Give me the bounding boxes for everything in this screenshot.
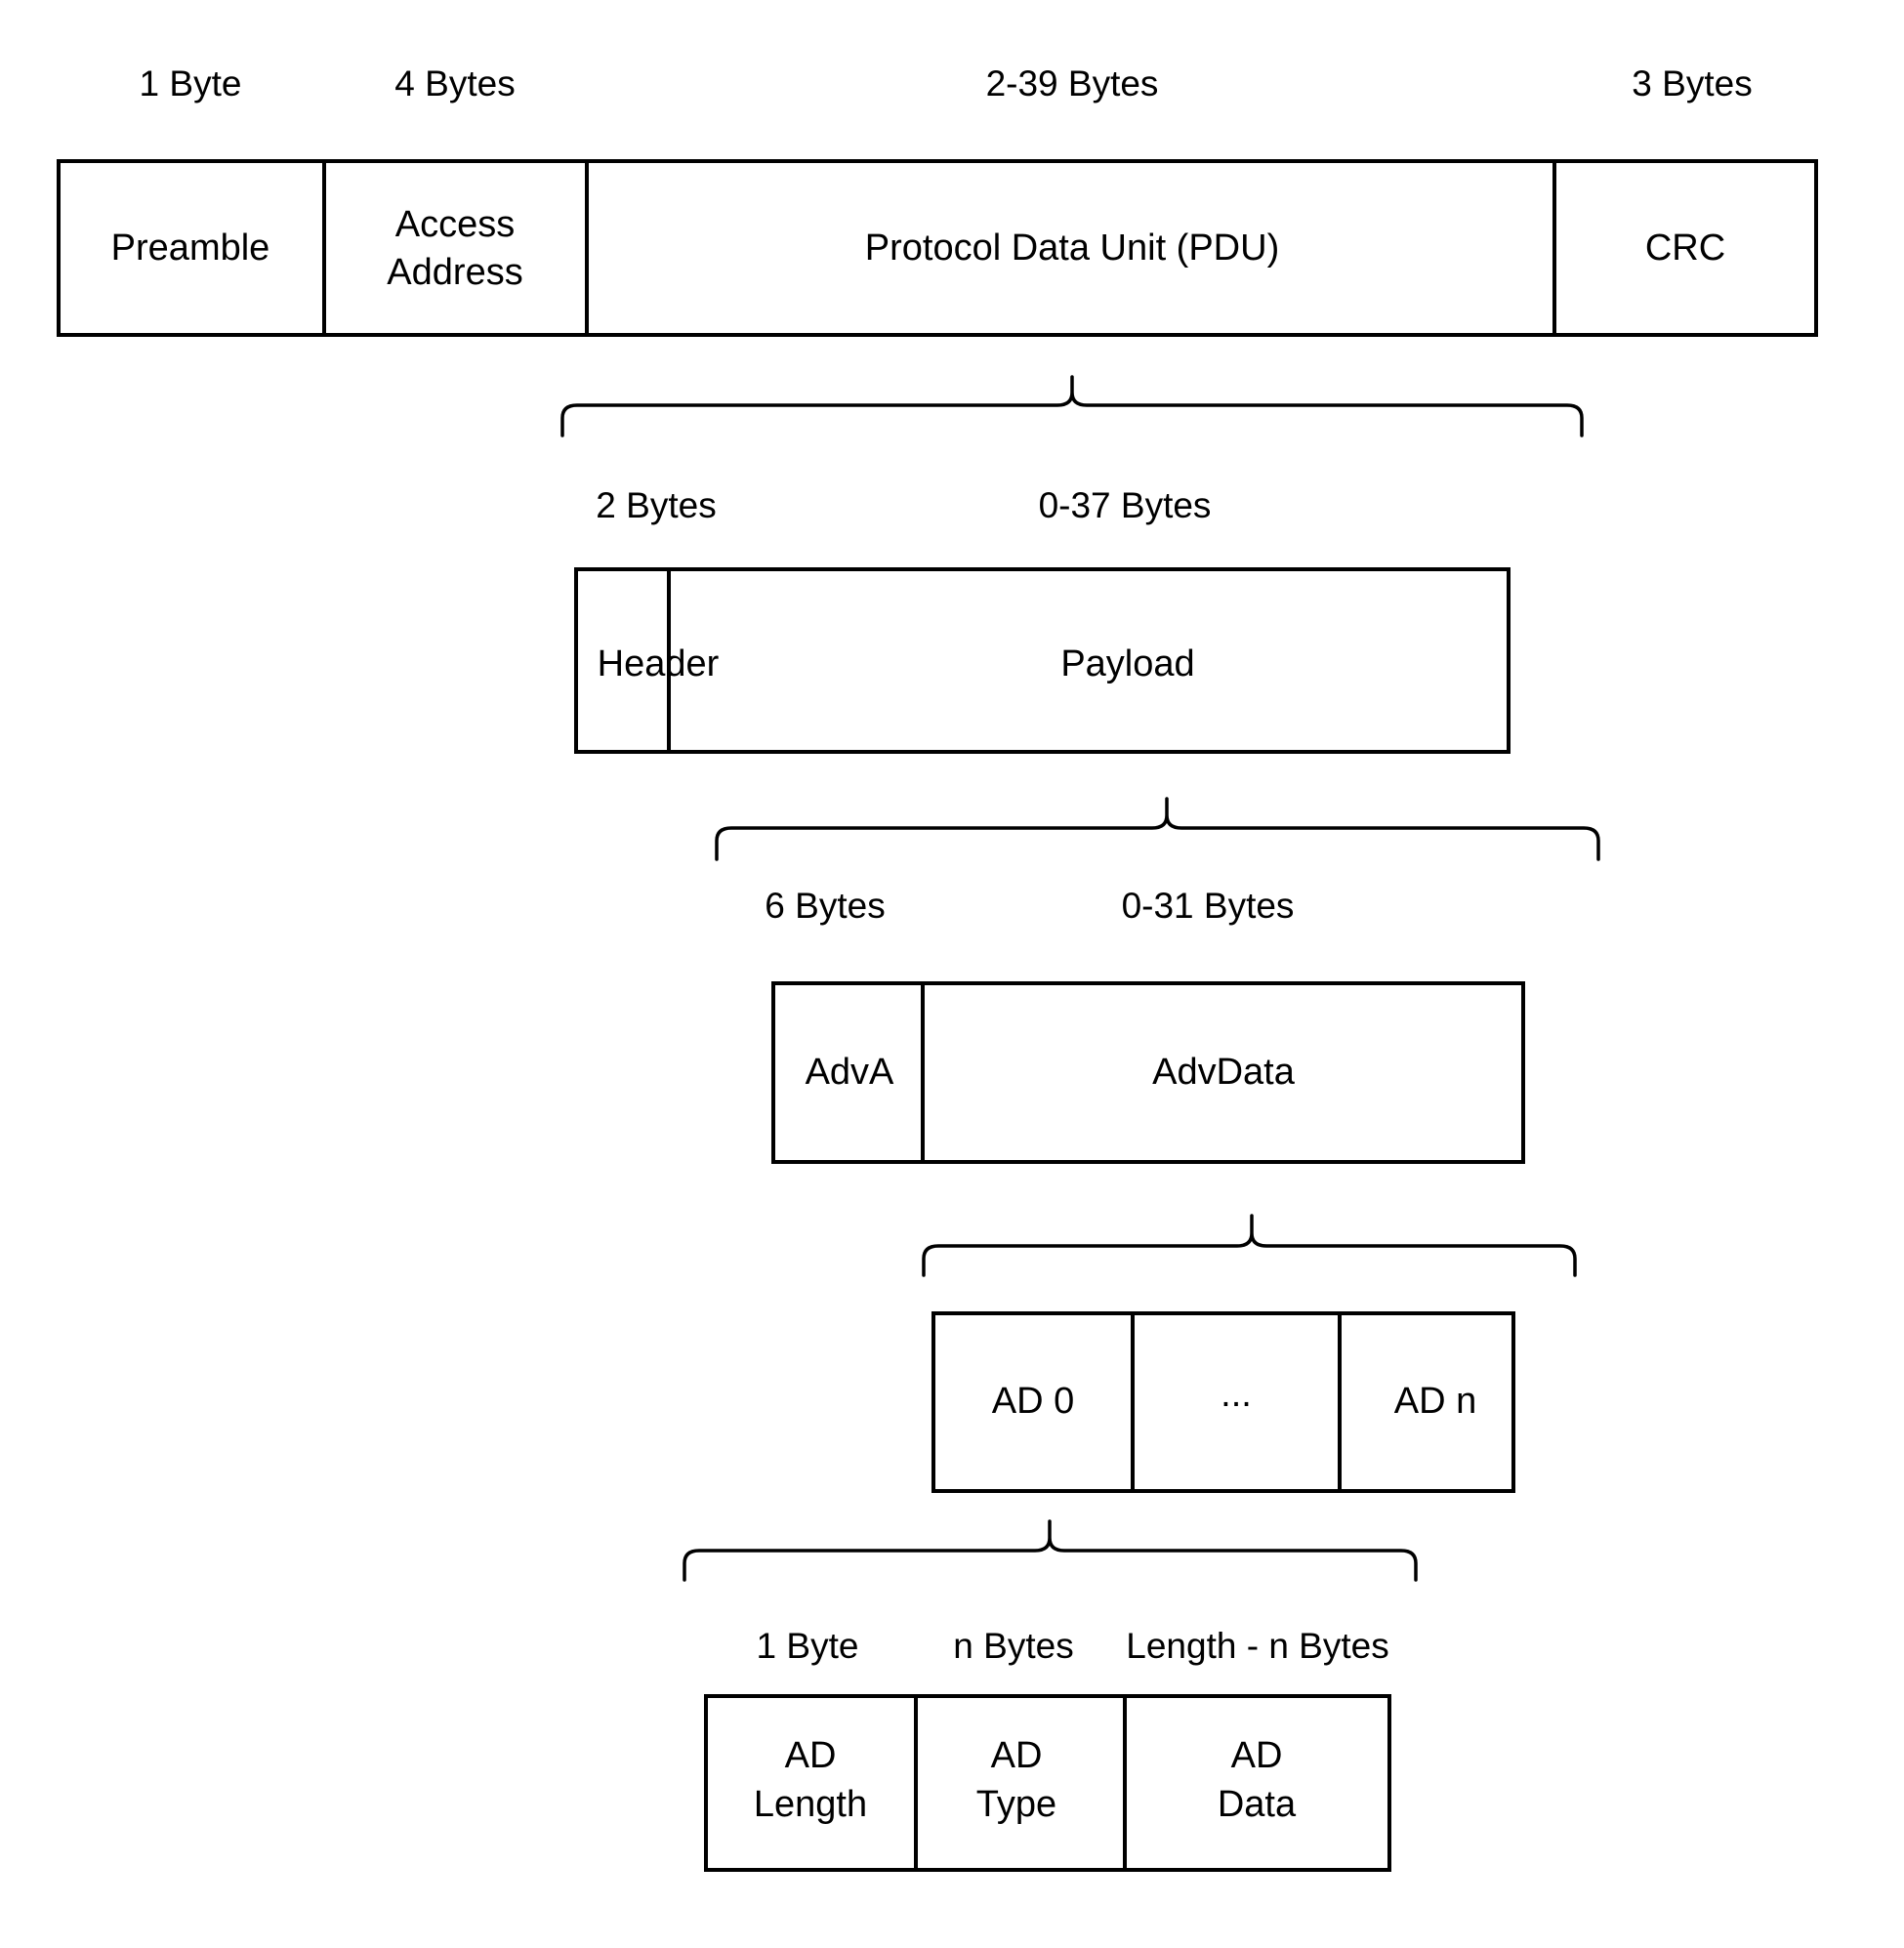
- pdu-box: [574, 567, 1511, 754]
- field-label-header: Header: [598, 643, 720, 684]
- size-label-ad-data: Length - n Bytes: [1126, 1626, 1388, 1666]
- size-label-ad-type: n Bytes: [953, 1626, 1073, 1666]
- field-label-payload: Payload: [1060, 643, 1194, 684]
- link-layer-packet-box: [57, 159, 1818, 337]
- brace-pdu-expand: [560, 375, 1584, 437]
- size-label-preamble: 1 Byte: [140, 63, 242, 104]
- size-label-advdata: 0-31 Bytes: [1122, 886, 1295, 926]
- brace-icon-advdata: [922, 1214, 1577, 1277]
- row-link-layer-packet: 1 Byte 4 Bytes 2-39 Bytes 3 Bytes Preamb…: [57, 63, 1818, 337]
- brace-ad-expand: [683, 1519, 1418, 1582]
- brace-advdata-expand: [922, 1214, 1577, 1277]
- brace-icon-payload: [715, 797, 1600, 861]
- field-label-access-address-line2: Address: [387, 252, 522, 293]
- field-label-preamble: Preamble: [111, 228, 270, 269]
- field-label-ad-0: AD 0: [992, 1381, 1074, 1422]
- field-label-ad-length-line2: Length: [754, 1784, 867, 1825]
- field-label-ad-ellipsis: ...: [1221, 1374, 1252, 1415]
- row-pdu: 2 Bytes 0-37 Bytes Header Payload: [574, 485, 1511, 754]
- size-label-ad-length: 1 Byte: [757, 1626, 859, 1666]
- brace-icon-ad: [683, 1519, 1418, 1582]
- size-label-header: 2 Bytes: [596, 485, 716, 525]
- ad-structure-box: [704, 1694, 1391, 1872]
- field-label-ad-data-line1: AD: [1231, 1735, 1283, 1776]
- field-label-adva: AdvA: [806, 1052, 894, 1093]
- brace-icon-pdu: [560, 375, 1584, 437]
- row-ad-structure: 1 Byte n Bytes Length - n Bytes AD Lengt…: [704, 1626, 1391, 1872]
- field-label-access-address-line1: Access: [395, 204, 515, 245]
- advdata-ads-box: [931, 1311, 1515, 1493]
- field-label-ad-type-line2: Type: [976, 1784, 1056, 1825]
- field-label-ad-type-line1: AD: [991, 1735, 1043, 1776]
- size-label-payload: 0-37 Bytes: [1039, 485, 1212, 525]
- size-label-pdu: 2-39 Bytes: [986, 63, 1159, 104]
- field-label-advdata: AdvData: [1152, 1052, 1296, 1093]
- size-label-crc: 3 Bytes: [1632, 63, 1752, 104]
- row-advdata-ads: AD 0 ... AD n: [931, 1311, 1515, 1493]
- size-label-access-address: 4 Bytes: [394, 63, 515, 104]
- field-label-ad-data-line2: Data: [1218, 1784, 1297, 1825]
- field-label-crc: CRC: [1645, 228, 1725, 269]
- field-label-pdu: Protocol Data Unit (PDU): [865, 228, 1279, 269]
- brace-payload-expand: [715, 797, 1600, 861]
- payload-box: [771, 981, 1525, 1164]
- row-payload: 6 Bytes 0-31 Bytes AdvA AdvData: [765, 886, 1525, 1164]
- field-label-ad-length-line1: AD: [785, 1735, 837, 1776]
- field-label-ad-n: AD n: [1394, 1381, 1476, 1422]
- size-label-adva: 6 Bytes: [765, 886, 885, 926]
